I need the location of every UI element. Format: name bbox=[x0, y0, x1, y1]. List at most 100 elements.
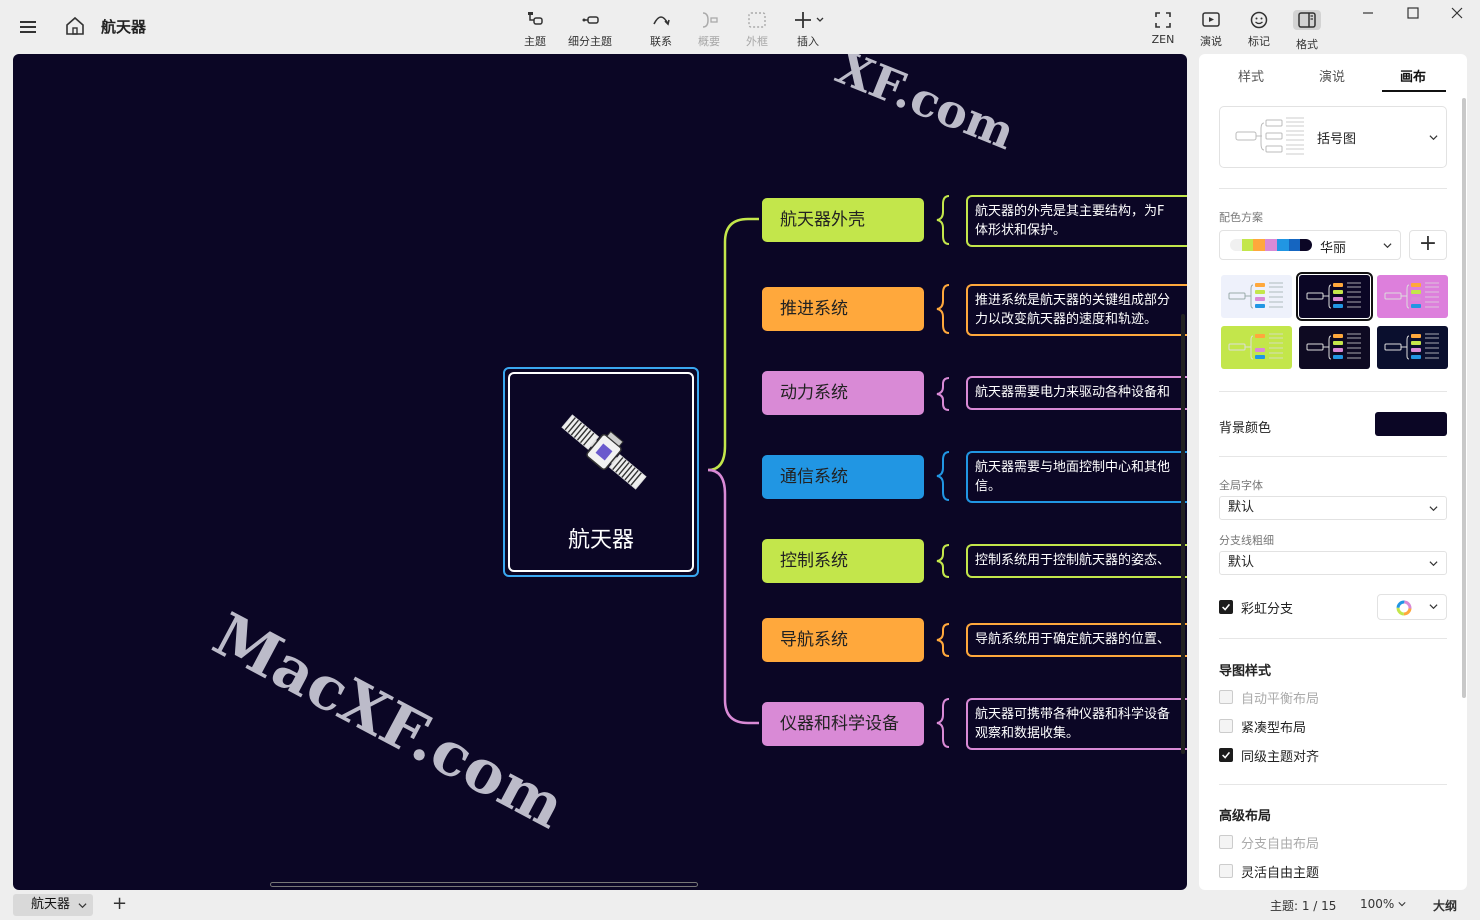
zen-label: ZEN bbox=[1151, 33, 1175, 46]
marker-button[interactable]: 标记 bbox=[1245, 10, 1273, 48]
pitch-button[interactable]: 演说 bbox=[1197, 10, 1225, 48]
topic-propulsion-label: 推进系统 bbox=[780, 299, 848, 319]
topic-button[interactable]: 主题 bbox=[520, 10, 550, 48]
color-wheel-icon bbox=[1396, 600, 1412, 616]
color-theme-swatch[interactable] bbox=[1377, 326, 1448, 369]
free-branch-option[interactable]: 分支自由布局 bbox=[1219, 833, 1369, 852]
relationship-button[interactable]: 联系 bbox=[647, 10, 675, 48]
theme-preview-icon bbox=[1228, 282, 1283, 309]
topic-count: 主题: 1 / 15 bbox=[1270, 899, 1337, 913]
color-theme-swatch[interactable] bbox=[1221, 326, 1292, 369]
color-theme-swatch[interactable] bbox=[1299, 326, 1370, 369]
add-color-scheme-button[interactable]: + bbox=[1409, 230, 1447, 260]
rainbow-branch-option[interactable]: 彩虹分支 bbox=[1219, 598, 1369, 617]
note-communication[interactable]: 航天器需要与地面控制中心和其他 信。 bbox=[966, 451, 1187, 503]
auto-balance-option[interactable]: 自动平衡布局 bbox=[1219, 688, 1369, 707]
divider bbox=[1219, 391, 1447, 392]
topic-navigation[interactable]: 导航系统 bbox=[762, 618, 924, 662]
central-topic-label: 航天器 bbox=[567, 528, 634, 553]
topic-shell[interactable]: 航天器外壳 bbox=[762, 198, 924, 242]
central-topic-inner: 航天器 bbox=[508, 372, 694, 572]
auto-balance-checkbox[interactable] bbox=[1219, 690, 1233, 704]
structure-label: 括号图 bbox=[1317, 132, 1357, 147]
global-font-heading: 全局字体 bbox=[1219, 479, 1263, 492]
subtopic-icon bbox=[582, 16, 599, 24]
color-scheme-heading: 配色方案 bbox=[1219, 211, 1263, 224]
topic-instruments[interactable]: 仪器和科学设备 bbox=[762, 702, 924, 746]
bracket-map-icon bbox=[1235, 117, 1304, 155]
subtopic-button[interactable]: 细分主题 bbox=[566, 10, 614, 48]
maximize-icon[interactable] bbox=[1403, 4, 1423, 22]
panel-scrollbar[interactable] bbox=[1462, 98, 1466, 698]
topic-navigation-label: 导航系统 bbox=[780, 630, 848, 650]
color-theme-swatch[interactable] bbox=[1221, 275, 1292, 318]
color-scheme-swatches bbox=[1230, 239, 1312, 251]
theme-preview-icon bbox=[1228, 333, 1283, 360]
free-topic-checkbox[interactable] bbox=[1219, 864, 1233, 878]
align-siblings-checkbox[interactable] bbox=[1219, 748, 1233, 762]
background-color-swatch[interactable] bbox=[1375, 412, 1447, 436]
outline-button[interactable]: 大纲 bbox=[1433, 899, 1458, 913]
boundary-button[interactable]: 外框 bbox=[743, 10, 771, 48]
compact-layout-checkbox[interactable] bbox=[1219, 719, 1233, 733]
note-line: 航天器可携带各种仪器和科学设备 bbox=[975, 707, 1171, 722]
tab-pitch[interactable]: 演说 bbox=[1319, 70, 1346, 85]
free-topic-option[interactable]: 灵活自由主题 bbox=[1219, 862, 1369, 881]
zoom-select[interactable]: 100% bbox=[1360, 897, 1406, 911]
note-propulsion[interactable]: 推进系统是航天器的关键组成部分 力以改变航天器的速度和轨迹。 bbox=[966, 284, 1187, 336]
home-icon[interactable] bbox=[64, 15, 86, 37]
insert-button[interactable]: 插入 bbox=[789, 10, 827, 48]
topic-power[interactable]: 动力系统 bbox=[762, 371, 924, 415]
note-navigation[interactable]: 导航系统用于确定航天器的位置、 bbox=[966, 623, 1187, 657]
note-shell[interactable]: 航天器的外壳是其主要结构，为F 体形状和保护。 bbox=[966, 195, 1187, 247]
note-control[interactable]: 控制系统用于控制航天器的姿态、 bbox=[966, 544, 1187, 578]
sheet-tab[interactable]: 航天器 bbox=[13, 894, 93, 916]
pitch-label: 演说 bbox=[1200, 35, 1222, 48]
swatch-color bbox=[1241, 239, 1254, 251]
zen-button[interactable]: ZEN bbox=[1150, 10, 1176, 48]
color-theme-swatch[interactable] bbox=[1296, 272, 1373, 321]
central-topic[interactable]: 航天器 bbox=[503, 367, 699, 577]
branch-width-heading: 分支线粗细 bbox=[1219, 534, 1274, 547]
chevron-down-icon bbox=[1429, 604, 1438, 610]
rainbow-branch-checkbox[interactable] bbox=[1219, 600, 1233, 614]
branch-width-select[interactable]: 默认 bbox=[1219, 551, 1447, 575]
note-line: 力以改变航天器的速度和轨迹。 bbox=[975, 312, 1158, 327]
minimize-icon[interactable] bbox=[1358, 4, 1378, 22]
note-power[interactable]: 航天器需要电力来驱动各种设备和 bbox=[966, 376, 1187, 410]
topic-communication[interactable]: 通信系统 bbox=[762, 455, 924, 499]
topic-propulsion[interactable]: 推进系统 bbox=[762, 287, 924, 331]
free-branch-checkbox[interactable] bbox=[1219, 835, 1233, 849]
global-font-select[interactable]: 默认 bbox=[1219, 496, 1447, 520]
topic-label: 主题 bbox=[524, 35, 546, 48]
tab-canvas[interactable]: 画布 bbox=[1400, 70, 1427, 85]
insert-label: 插入 bbox=[797, 35, 819, 48]
hamburger-menu-icon[interactable] bbox=[18, 16, 40, 38]
close-icon[interactable] bbox=[1447, 4, 1467, 22]
topic-shell-label: 航天器外壳 bbox=[780, 210, 865, 230]
horizontal-scrollbar[interactable] bbox=[270, 882, 698, 887]
format-button[interactable]: 格式 bbox=[1290, 10, 1324, 51]
free-branch-label: 分支自由布局 bbox=[1241, 837, 1320, 852]
status-bar: 航天器 + 主题: 1 / 15 100% 大纲 bbox=[0, 890, 1480, 920]
note-instruments[interactable]: 航天器可携带各种仪器和科学设备 观察和数据收集。 bbox=[966, 698, 1187, 750]
color-theme-swatch[interactable] bbox=[1377, 275, 1448, 318]
summary-button[interactable]: 概要 bbox=[695, 10, 723, 48]
mind-map-canvas[interactable]: 航天器 航天器外壳 推进系统 动力系统 通信系统 控制系统 导航系统 仪器和科学… bbox=[13, 54, 1187, 890]
check-icon bbox=[1222, 751, 1231, 759]
color-scheme-select[interactable]: 华丽 bbox=[1219, 230, 1401, 260]
add-sheet-button[interactable]: + bbox=[112, 893, 128, 914]
tab-style[interactable]: 样式 bbox=[1238, 70, 1265, 85]
document-title[interactable]: 航天器 bbox=[101, 18, 147, 36]
swatch-color bbox=[1265, 239, 1277, 251]
rainbow-color-button[interactable] bbox=[1377, 594, 1447, 620]
branch-lines bbox=[707, 195, 950, 748]
vertical-scrollbar[interactable] bbox=[1181, 314, 1185, 754]
structure-select[interactable]: 括号图 bbox=[1219, 106, 1447, 168]
divider bbox=[1219, 638, 1447, 639]
format-icon-wrap bbox=[1293, 10, 1321, 30]
compact-layout-option[interactable]: 紧凑型布局 bbox=[1219, 717, 1369, 736]
chevron-down-icon bbox=[1429, 561, 1438, 567]
align-siblings-option[interactable]: 同级主题对齐 bbox=[1219, 746, 1369, 765]
topic-control[interactable]: 控制系统 bbox=[762, 539, 924, 583]
